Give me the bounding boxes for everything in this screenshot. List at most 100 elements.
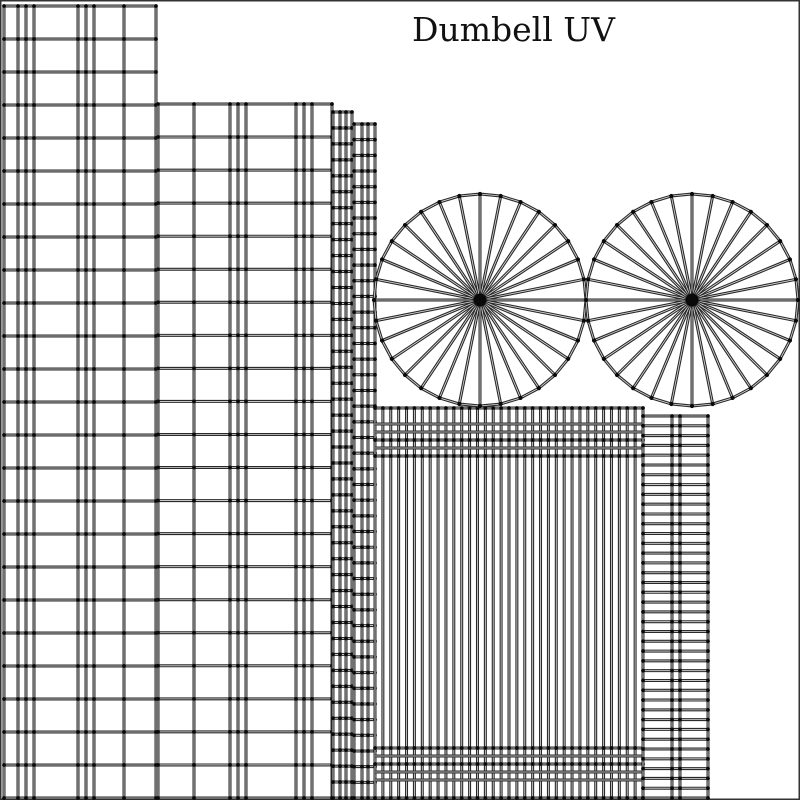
uv-vertex bbox=[331, 684, 335, 689]
uv-vertex bbox=[310, 399, 314, 404]
uv-vertex bbox=[294, 663, 298, 668]
uv-vertex bbox=[92, 730, 96, 734]
uv-vertex bbox=[706, 756, 710, 761]
uv-vertex bbox=[310, 465, 314, 470]
uv-vertex bbox=[581, 318, 587, 323]
uv-edge-highlight bbox=[404, 374, 422, 389]
uv-vertex bbox=[24, 4, 28, 8]
uv-vertex bbox=[380, 406, 385, 410]
uv-vertex bbox=[352, 200, 356, 205]
uv-vertex bbox=[92, 565, 96, 569]
uv-edge-highlight bbox=[391, 240, 481, 301]
uv-vertex bbox=[609, 438, 614, 442]
uv-vertex bbox=[294, 696, 298, 701]
uv-vertex bbox=[402, 222, 408, 228]
uv-vertex bbox=[507, 796, 511, 800]
uv-vertex bbox=[32, 235, 36, 239]
uv-vertex bbox=[483, 762, 488, 766]
uv-vertex bbox=[444, 746, 448, 750]
uv-vertex bbox=[331, 205, 335, 210]
uv-vertex bbox=[706, 698, 710, 702]
uv-vertex bbox=[344, 461, 348, 465]
uv-vertex bbox=[236, 267, 240, 272]
uv-vertex bbox=[92, 400, 96, 404]
uv-vertex bbox=[84, 202, 88, 206]
uv-vertex bbox=[244, 564, 248, 569]
uv-vertex bbox=[522, 454, 527, 458]
uv-vertex bbox=[609, 406, 614, 410]
uv-vertex bbox=[244, 267, 248, 272]
uv-vertex bbox=[641, 776, 645, 781]
uv-vertex bbox=[338, 285, 342, 290]
uv-vertex bbox=[554, 762, 559, 766]
uv-vertex bbox=[244, 531, 248, 536]
uv-vertex bbox=[344, 524, 348, 529]
uv-vertex bbox=[156, 168, 160, 172]
uv-vertex bbox=[388, 454, 393, 458]
uv-vertex bbox=[16, 499, 20, 503]
uv-vertex bbox=[156, 796, 160, 800]
uv-vertex bbox=[344, 588, 348, 593]
uv-vertex bbox=[795, 297, 800, 303]
uv-vertex bbox=[338, 333, 342, 338]
uv-vertex bbox=[360, 749, 364, 753]
uv-vertex bbox=[338, 572, 342, 577]
uv-vertex bbox=[352, 122, 356, 126]
uv-vertex bbox=[507, 454, 511, 458]
uv-vertex bbox=[244, 696, 248, 701]
uv-vertex bbox=[122, 730, 126, 734]
uv-vertex bbox=[360, 686, 364, 691]
uv-vertex bbox=[552, 372, 558, 378]
uv-vertex bbox=[373, 184, 377, 189]
uv-vertex bbox=[156, 564, 160, 569]
uv-vertex bbox=[228, 763, 232, 767]
uv-vertex bbox=[244, 763, 248, 767]
uv-vertex bbox=[483, 796, 488, 800]
uv-vertex bbox=[670, 561, 674, 565]
uv-vertex bbox=[331, 333, 335, 338]
uv-edge-highlight bbox=[766, 358, 781, 376]
uv-vertex bbox=[352, 796, 356, 800]
uv-vertex bbox=[380, 746, 385, 750]
uv-vertex bbox=[566, 356, 571, 361]
uv-vertex bbox=[338, 588, 342, 593]
uv-vertex bbox=[402, 372, 408, 378]
uv-vertex bbox=[16, 400, 20, 404]
end-cap-disc-left bbox=[371, 191, 589, 409]
uv-vertex bbox=[24, 334, 28, 338]
uv-vertex bbox=[302, 333, 306, 338]
uv-edge-highlight bbox=[479, 299, 579, 341]
uv-vertex bbox=[412, 746, 417, 750]
uv-vertex bbox=[338, 205, 342, 210]
uv-vertex bbox=[575, 257, 581, 262]
uv-vertex bbox=[499, 454, 504, 458]
uv-vertex bbox=[706, 668, 710, 673]
uv-vertex bbox=[467, 438, 472, 442]
uv-vertex bbox=[388, 796, 393, 800]
uv-vertex bbox=[360, 153, 364, 158]
uv-vertex bbox=[625, 454, 630, 458]
uv-vertex bbox=[16, 367, 20, 371]
uv-vertex bbox=[352, 184, 356, 189]
uv-vertex bbox=[748, 386, 753, 391]
uv-vertex bbox=[32, 598, 36, 602]
uv-vertex bbox=[678, 433, 682, 438]
uv-vertex bbox=[787, 338, 793, 343]
uv-vertex bbox=[16, 103, 20, 107]
uv-edge-highlight bbox=[479, 240, 569, 301]
uv-vertex bbox=[570, 746, 574, 750]
uv-vertex bbox=[338, 301, 342, 306]
uv-vertex bbox=[92, 697, 96, 701]
uv-vertex bbox=[24, 202, 28, 206]
uv-vertex bbox=[641, 698, 645, 702]
uv-vertex bbox=[302, 796, 306, 800]
uv-vertex bbox=[396, 406, 401, 410]
uv-vertex bbox=[16, 466, 20, 470]
uv-edge-highlight bbox=[691, 278, 797, 301]
uv-vertex bbox=[641, 766, 645, 771]
uv-vertex bbox=[670, 639, 674, 644]
uv-vertex bbox=[360, 451, 364, 456]
uv-edge-highlight bbox=[538, 374, 556, 389]
uv-vertex bbox=[352, 169, 356, 173]
uv-vertex bbox=[302, 135, 306, 139]
